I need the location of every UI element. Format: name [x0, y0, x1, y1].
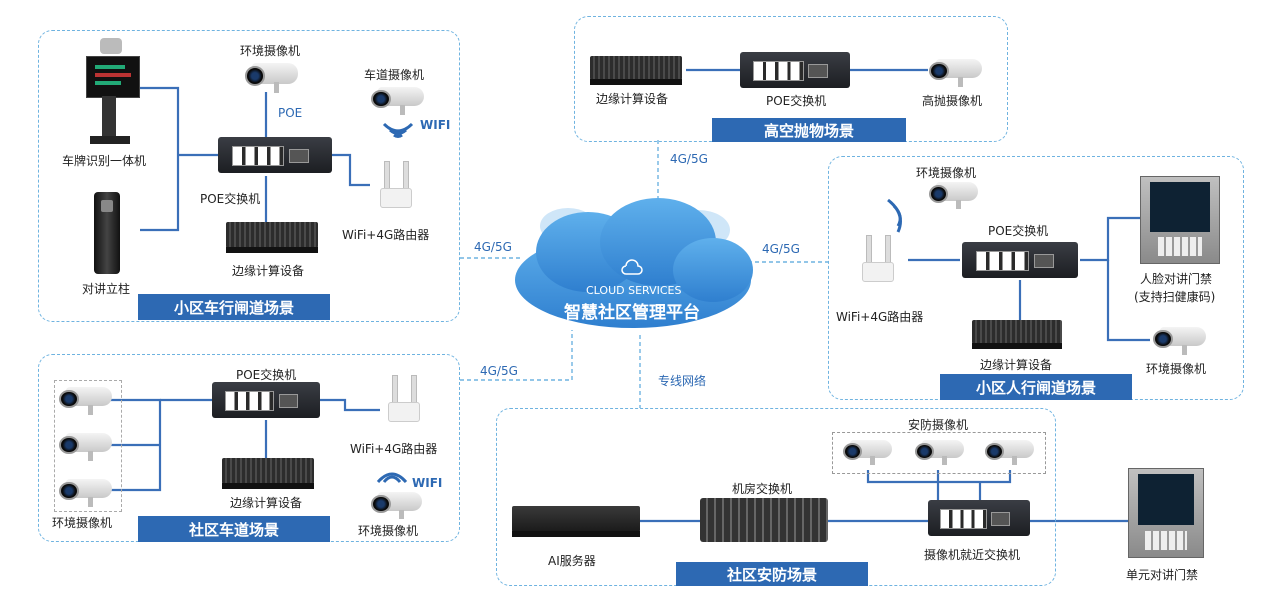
wifi-label: WIFI [420, 118, 451, 132]
road-wifi-label: WIFI [412, 476, 443, 490]
ai-server-label: AI服务器 [548, 554, 596, 568]
road-camera-2-icon [58, 430, 112, 462]
unit-door-label: 单元对讲门禁 [1126, 568, 1199, 582]
plate-camera-label: 车牌识别一体机 [62, 154, 147, 168]
road-edge-icon [222, 458, 314, 489]
env-camera-label: 环境摄像机 [240, 44, 301, 58]
road-switch-icon [212, 382, 320, 418]
ped-router-label: WiFi+4G路由器 [836, 310, 924, 324]
highrise-edge-label: 边缘计算设备 [596, 92, 669, 106]
road-camera-3-icon [58, 476, 112, 508]
env-camera-icon [244, 60, 298, 94]
road-env-cameras-label: 环境摄像机 [52, 516, 113, 530]
router-label: WiFi+4G路由器 [342, 228, 430, 242]
edge-device-icon [226, 222, 318, 253]
unit-door-icon [1128, 468, 1204, 558]
poe-switch-label: POE交换机 [200, 192, 261, 206]
ped-edge-icon [972, 320, 1062, 349]
highrise-camera-icon [928, 56, 982, 88]
router-icon [370, 158, 420, 218]
cloud-services-label: CLOUD SERVICES [586, 284, 682, 297]
road-router-icon [378, 372, 428, 432]
road-camera-1-icon [58, 384, 112, 416]
road-camera-group [54, 380, 122, 512]
ped-switch-icon [962, 242, 1078, 278]
intercom-post-label: 对讲立柱 [82, 282, 131, 296]
ped-env-camera-top-icon [928, 180, 978, 210]
room-switch-label: 机房交换机 [732, 482, 793, 496]
road-edge-label: 边缘计算设备 [230, 496, 303, 510]
security-camera-2-icon [914, 438, 964, 466]
link-label-bottom-left: 4G/5G [480, 364, 518, 378]
security-camera-1-icon [842, 438, 892, 466]
road-title: 社区车道场景 [138, 516, 330, 542]
security-camera-group [832, 432, 1046, 474]
ped-env-camera-bottom-icon [1152, 324, 1206, 356]
face-door-label-line2: (支持扫健康码) [1134, 290, 1216, 304]
link-label-top: 4G/5G [670, 152, 708, 166]
road-env-camera-label: 环境摄像机 [358, 524, 419, 538]
highrise-edge-icon [590, 56, 682, 85]
ped-env-camera-top-label: 环境摄像机 [916, 166, 977, 180]
link-label-bottom: 专线网络 [658, 374, 707, 388]
wifi-waves-icon [382, 122, 414, 138]
security-title: 社区安防场景 [676, 562, 868, 586]
platform-title: 智慧社区管理平台 [564, 303, 700, 323]
intercom-post [94, 192, 120, 274]
room-switch-icon [700, 498, 828, 542]
vehicle-gate-title: 小区车行闸道场景 [138, 294, 330, 320]
vehicle-gate-zone [38, 30, 460, 322]
lane-camera-label: 车道摄像机 [364, 68, 425, 82]
security-cameras-label: 安防摄像机 [908, 418, 969, 432]
link-label-right: 4G/5G [762, 242, 800, 256]
ped-env-camera-bottom-label: 环境摄像机 [1146, 362, 1207, 376]
ped-switch-label: POE交换机 [988, 224, 1049, 238]
security-camera-3-icon [984, 438, 1034, 466]
near-switch-label: 摄像机就近交换机 [924, 548, 1021, 562]
road-switch-label: POE交换机 [236, 368, 297, 382]
edge-device-label: 边缘计算设备 [232, 264, 305, 278]
ped-router-icon [852, 232, 902, 292]
link-label-left: 4G/5G [474, 240, 512, 254]
poe-link-label: POE [278, 106, 303, 120]
face-door-icon [1140, 176, 1220, 264]
highrise-camera-label: 高抛摄像机 [922, 94, 983, 108]
highrise-title: 高空抛物场景 [712, 118, 906, 142]
plate-recognition-unit [80, 38, 142, 146]
road-wifi-waves-icon [376, 472, 408, 484]
road-router-label: WiFi+4G路由器 [350, 442, 438, 456]
road-env-camera-icon [370, 490, 422, 520]
pedestrian-title: 小区人行闸道场景 [940, 374, 1132, 400]
ped-edge-label: 边缘计算设备 [980, 358, 1053, 372]
cloud-icon [515, 198, 753, 328]
lane-camera-icon [370, 84, 424, 116]
ped-wifi-waves-icon [887, 198, 902, 233]
ai-server-icon [512, 506, 640, 537]
poe-switch-icon [218, 137, 332, 173]
near-switch-icon [928, 500, 1030, 536]
highrise-switch-icon [740, 52, 850, 88]
face-door-label-line1: 人脸对讲门禁 [1140, 272, 1213, 286]
highrise-switch-label: POE交换机 [766, 94, 827, 108]
